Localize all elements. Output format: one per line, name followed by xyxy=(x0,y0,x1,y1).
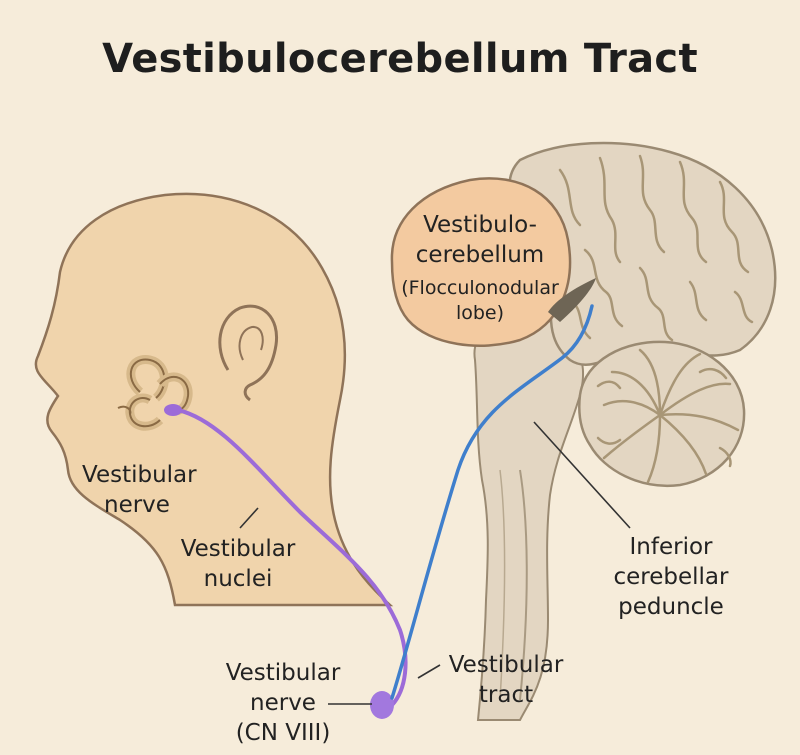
lobe-label-line2: lobe) xyxy=(455,302,505,324)
ear-icon xyxy=(218,304,279,402)
vestibulocerebellum-label: Vestibulo- cerebellum xyxy=(405,210,555,270)
vestibular-nerve-label: Vestibular nerve xyxy=(82,460,197,520)
brainstem-core xyxy=(519,469,528,701)
inferior-peduncle-label-line3: peduncle xyxy=(618,594,724,620)
vestibular-nerve-path xyxy=(176,408,408,707)
page-title: Vestibulocerebellum Tract xyxy=(102,36,698,82)
vestibulocerebellum-label-line1: Vestibulo- xyxy=(423,212,537,238)
vestibular-tract-path xyxy=(390,304,594,700)
vestibular-tract-label-line2: tract xyxy=(478,682,534,708)
flocculonodular-lobe xyxy=(390,177,572,347)
inferior-peduncle-label-line2: cerebellar xyxy=(613,564,729,590)
cn8-label-line3: (CN VIII) xyxy=(235,720,331,746)
cn8-label: Vestibular nerve (CN VIII) xyxy=(218,658,348,748)
inner-ear-nerve-origin xyxy=(164,404,182,416)
inferior-peduncle-label: Inferior cerebellar peduncle xyxy=(596,532,746,622)
head-silhouette xyxy=(34,192,394,607)
vestibular-ganglion xyxy=(370,691,394,719)
cerebrum-gyri xyxy=(558,154,754,342)
inferior-peduncle-label-line1: Inferior xyxy=(629,534,713,560)
leader-lines xyxy=(239,421,631,705)
peduncle-marker xyxy=(548,278,596,322)
flocculonodular-lobe-label: (Flocculonodular lobe) xyxy=(395,276,565,326)
vestibular-tract-label: Vestibular tract xyxy=(436,650,576,710)
cn8-label-line2: nerve xyxy=(250,690,316,716)
vestibular-nerve-label-line2: nerve xyxy=(104,492,170,518)
vestibular-nerve-label-line1: Vestibular xyxy=(82,462,197,488)
cerebellum xyxy=(578,340,746,488)
cn8-label-line1: Vestibular xyxy=(225,660,341,686)
ear-inner xyxy=(238,325,264,361)
vestibular-nuclei-label-line1: Vestibular xyxy=(180,536,296,562)
lobe-label-line1: (Flocculonodular xyxy=(401,277,559,299)
vestibular-nuclei-label: Vestibular nuclei xyxy=(168,534,308,594)
vestibular-nuclei-label-line2: nuclei xyxy=(203,566,273,592)
vestibulocerebellum-label-line2: cerebellum xyxy=(415,242,545,268)
vestibular-tract-label-line1: Vestibular xyxy=(448,652,564,678)
